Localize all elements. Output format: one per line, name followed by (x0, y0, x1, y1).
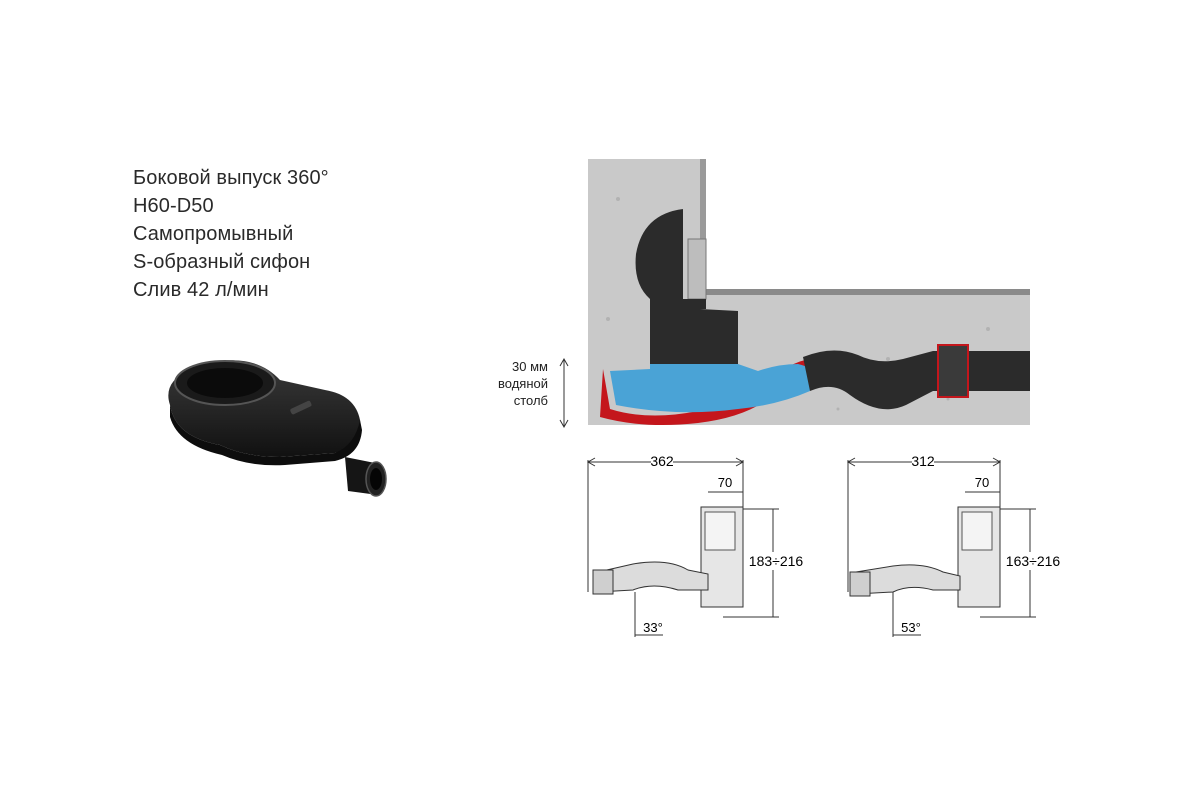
spec-list: Боковой выпуск 360° H60-D50 Самопромывны… (133, 164, 329, 304)
installation-cross-section (588, 159, 1030, 425)
drain-product-image (168, 360, 387, 497)
drawing-a-length: 362 (650, 453, 674, 469)
spec-outlet: Боковой выпуск 360° (133, 167, 329, 189)
spec-size: H60-D50 (133, 195, 214, 217)
dimension-drawing-b: 312 70 163÷216 53° (846, 452, 1064, 637)
drawing-b-angle: 53° (901, 620, 921, 635)
spec-self-cleaning: Самопромывный (133, 223, 294, 245)
drawing-b-length: 312 (911, 453, 935, 469)
water-seal-height: 30 мм (512, 359, 548, 374)
drawing-b-offset: 70 (975, 475, 989, 490)
spec-flow: Слив 42 л/мин (133, 279, 269, 301)
drawing-a-offset: 70 (718, 475, 732, 490)
drawing-a-height: 183÷216 (749, 553, 804, 569)
water-seal-annotation: 30 мм водяной столб (488, 358, 574, 428)
drawing-b-height: 163÷216 (1006, 553, 1061, 569)
water-seal-arrow-icon (559, 358, 569, 428)
dimension-drawing-a: 362 70 183÷216 33° (586, 452, 807, 637)
spec-siphon: S-образный сифон (133, 251, 311, 273)
water-seal-word2: столб (513, 393, 548, 408)
water-seal-word1: водяной (497, 376, 548, 391)
drawing-a-angle: 33° (643, 620, 663, 635)
